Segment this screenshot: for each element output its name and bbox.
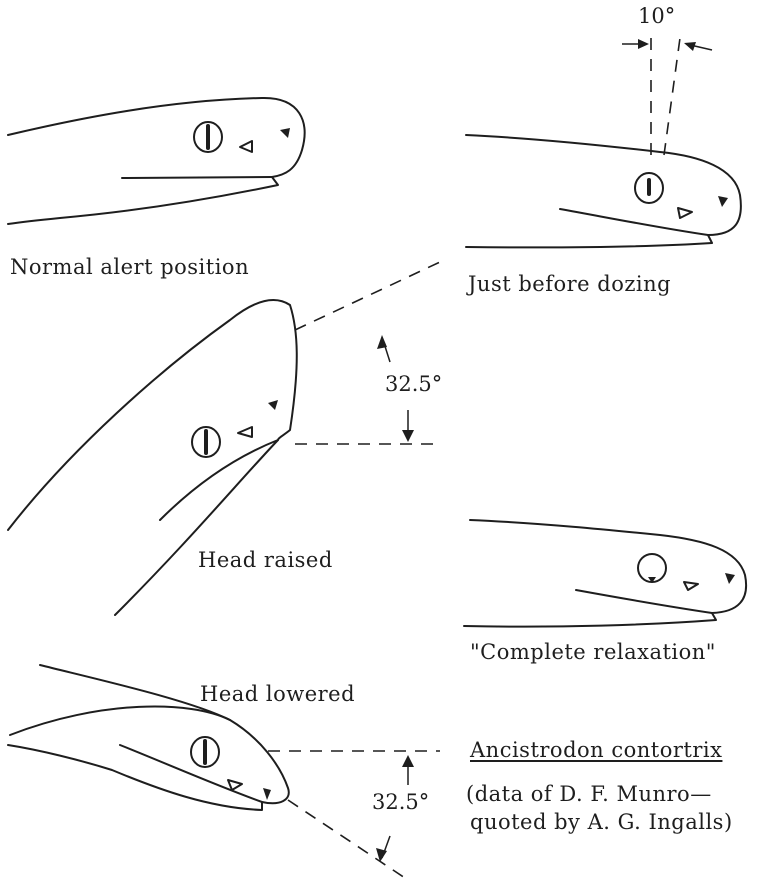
- caption-before-dozing: Just before dozing: [468, 272, 671, 296]
- angle-arrowhead-left: [638, 39, 649, 49]
- angle-guide-tilted: [664, 38, 680, 155]
- pit: [228, 780, 242, 790]
- angle-arrowhead-up: [377, 335, 387, 349]
- pupil: [203, 739, 207, 765]
- caption-head-raised: Head raised: [198, 548, 333, 572]
- caption-complete-relaxation: "Complete relaxation": [470, 640, 716, 664]
- head-normal-alert: [8, 98, 305, 224]
- angle-guide-upper: [295, 262, 440, 330]
- pit: [684, 582, 698, 590]
- pit: [240, 141, 252, 152]
- angle-label-head-lowered: 32.5°: [372, 790, 429, 814]
- head-outline: [464, 520, 746, 627]
- angle-arrowhead-up: [402, 755, 414, 767]
- caption-normal-alert: Normal alert position: [10, 255, 249, 279]
- angle-arrowhead-right: [684, 42, 696, 51]
- head-outline: [8, 706, 289, 810]
- mouth-line: [576, 590, 712, 613]
- species-name: Ancistrodon contortrix: [470, 738, 722, 762]
- caption-head-lowered: Head lowered: [200, 682, 355, 706]
- nostril: [725, 573, 735, 584]
- nostril: [280, 128, 290, 138]
- mouth-line: [122, 177, 272, 178]
- pupil: [204, 429, 208, 455]
- angle-label-head-raised: 32.5°: [385, 372, 442, 396]
- nostril: [263, 788, 271, 800]
- mouth-line: [560, 209, 708, 235]
- head-complete-relaxation: [464, 520, 746, 627]
- pupil: [647, 178, 651, 196]
- source-line-1: (data of D. F. Munro—: [466, 782, 712, 806]
- head-before-dozing: [466, 38, 741, 247]
- pit: [678, 208, 692, 218]
- mouth-line: [160, 440, 278, 520]
- angle-arrowhead-down: [402, 430, 414, 442]
- angle-label-before-dozing: 10°: [638, 4, 675, 28]
- nostril: [268, 400, 278, 410]
- pit: [238, 427, 252, 437]
- nostril: [718, 196, 728, 207]
- head-outline: [8, 98, 305, 224]
- source-line-2: quoted by A. G. Ingalls): [470, 810, 733, 834]
- head-outline: [466, 135, 741, 247]
- pupil: [206, 124, 210, 150]
